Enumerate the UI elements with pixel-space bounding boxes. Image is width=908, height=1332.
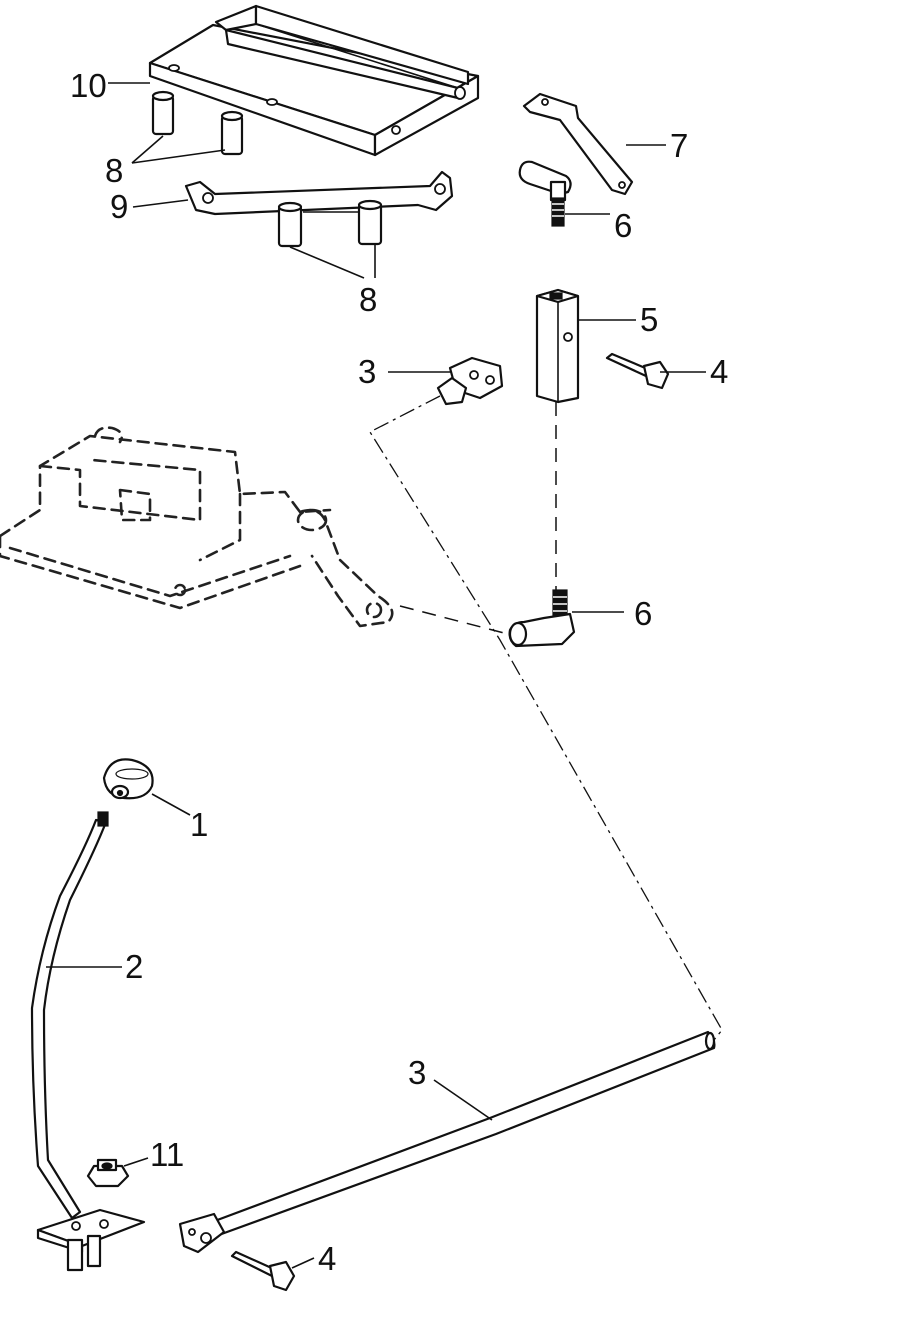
callout-9: 9 <box>110 188 128 225</box>
callout-1: 1 <box>190 806 208 843</box>
callout-7: 7 <box>670 127 688 164</box>
part-8-spacers-lower <box>277 199 383 248</box>
callout-2: 2 <box>125 948 143 985</box>
part-3-shift-rod <box>178 1030 716 1254</box>
part-7-arm <box>522 92 634 196</box>
callout-11: 11 <box>150 1136 184 1173</box>
part-11-nut <box>86 1158 130 1188</box>
callout-8-lower: 8 <box>359 281 377 318</box>
part-4-pin-lower <box>230 1250 296 1292</box>
transmission-housing-outline <box>0 426 394 628</box>
part-9-bracket <box>184 170 454 216</box>
part-10-support-plate <box>148 4 480 157</box>
assembly-lines <box>369 395 723 1041</box>
part-4-pin-upper <box>605 352 670 390</box>
callout-6-lower: 6 <box>634 595 652 632</box>
part-6-ball-joint-upper <box>518 160 572 227</box>
callout-6-upper: 6 <box>614 207 632 244</box>
part-1-shift-knob <box>102 758 154 800</box>
callout-5: 5 <box>640 301 658 338</box>
callout-4-upper: 4 <box>710 353 728 390</box>
part-3-clevis-upper <box>436 356 504 406</box>
part-8-spacers-upper <box>151 90 244 156</box>
callout-10: 10 <box>70 67 107 104</box>
callout-3-lower: 3 <box>408 1054 426 1091</box>
part-5-coupling <box>535 288 580 404</box>
callout-8-upper: 8 <box>105 152 123 189</box>
leader-lines <box>46 82 706 1269</box>
part-2-shift-lever <box>30 811 109 1220</box>
callout-3-upper: 3 <box>358 353 376 390</box>
callouts: 10 8 9 8 7 6 5 3 4 6 1 2 3 11 4 <box>70 67 728 1277</box>
part-6-ball-joint-lower <box>508 589 576 648</box>
callout-4-lower: 4 <box>318 1240 336 1277</box>
lever-base-bracket <box>36 1208 146 1272</box>
